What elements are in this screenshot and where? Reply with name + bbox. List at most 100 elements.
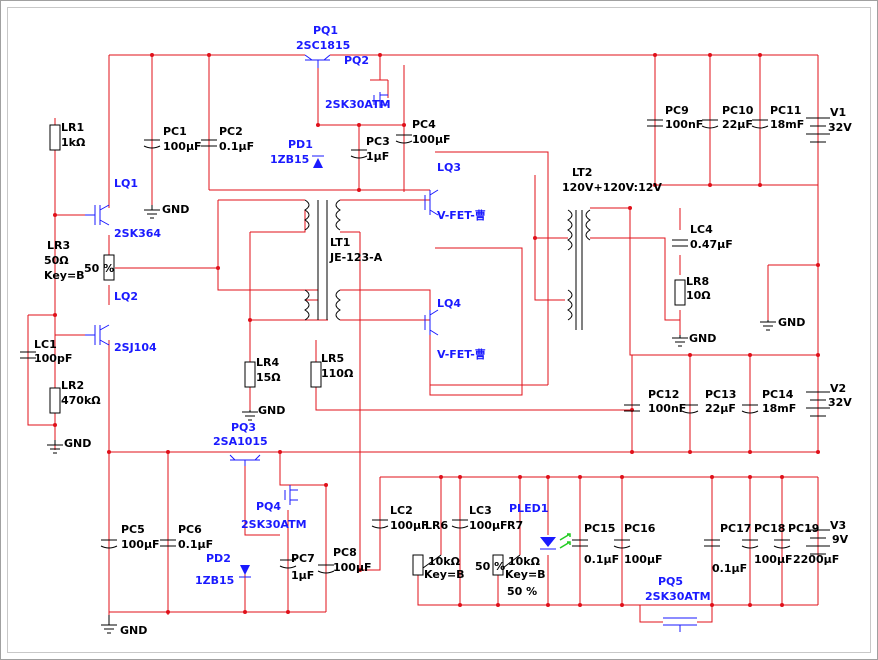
label-pc9: PC9 xyxy=(665,104,689,117)
label-pc8: PC8 xyxy=(333,546,357,559)
label-pc5: PC5 xyxy=(121,523,145,536)
label-v3v: 9V xyxy=(832,533,849,546)
label-r7k: Key=B xyxy=(505,568,546,581)
label-lc2v: 100µF xyxy=(390,519,429,532)
label-lt1: LT1 xyxy=(330,236,350,249)
label-pc8v: 100µF xyxy=(333,561,372,574)
label-lr3v: 50Ω xyxy=(44,254,69,267)
label-lr6k: Key=B xyxy=(424,568,465,581)
label-pc12v: 100nF xyxy=(648,402,686,415)
label-v2: V2 xyxy=(830,382,846,395)
label-pc1v: 100µF xyxy=(163,140,202,153)
label-gnd3: GND xyxy=(258,404,285,417)
label-lt2: LT2 xyxy=(572,166,592,179)
label-lc1: LC1 xyxy=(34,338,57,351)
label-lt2v: 120V+120V:12V xyxy=(562,181,662,194)
label-lr8v: 10Ω xyxy=(686,289,711,302)
label-pc15v: 0.1µF xyxy=(584,553,619,566)
capacitor-symbols xyxy=(20,119,791,574)
label-lq1: LQ1 xyxy=(114,177,138,190)
label-pc7: PC7 xyxy=(291,552,315,565)
battery-symbols xyxy=(806,117,830,555)
label-lc2: LC2 xyxy=(390,504,413,517)
label-lr5v: 110Ω xyxy=(321,367,354,380)
label-pc3: PC3 xyxy=(366,135,390,148)
label-pc13: PC13 xyxy=(705,388,736,401)
label-lc3v: 100µF xyxy=(469,519,508,532)
label-lt1v: JE-123-A xyxy=(329,251,383,264)
label-r7v: 10kΩ xyxy=(508,555,541,568)
label-pq4v: 2SK30ATM xyxy=(241,518,307,531)
label-pc16: PC16 xyxy=(624,522,656,535)
label-lr1: LR1 xyxy=(61,121,84,134)
label-pc19v: 2200µF xyxy=(793,553,839,566)
label-pc4v: 100µF xyxy=(412,133,451,146)
label-pq5v: 2SK30ATM xyxy=(645,590,711,603)
label-lr2: LR2 xyxy=(61,379,84,392)
label-r7p: 50 % xyxy=(507,585,537,598)
label-v1: V1 xyxy=(830,106,846,119)
wires xyxy=(27,54,819,623)
label-pd2: PD2 xyxy=(206,552,231,565)
label-pq2: PQ2 xyxy=(344,54,369,67)
label-lc3: LC3 xyxy=(469,504,492,517)
label-pc9v: 100nF xyxy=(665,118,703,131)
label-lr4v: 15Ω xyxy=(256,371,281,384)
label-lq2v: 2SJ104 xyxy=(114,341,157,354)
label-pc2: PC2 xyxy=(219,125,243,138)
label-v1v: 32V xyxy=(828,121,852,134)
label-lq3: LQ3 xyxy=(437,161,461,174)
label-pc17v: 0.1µF xyxy=(712,562,747,575)
label-pq5: PQ5 xyxy=(658,575,683,588)
label-pc15: PC15 xyxy=(584,522,615,535)
label-pq1: PQ1 xyxy=(313,24,338,37)
label-pc5v: 100µF xyxy=(121,538,160,551)
label-gnd1: GND xyxy=(162,203,189,216)
label-lq3v: V-FET-曹 xyxy=(437,208,486,222)
label-lc4: LC4 xyxy=(690,223,713,236)
label-pc14v: 18mF xyxy=(762,402,796,415)
label-lq4v: V-FET-曹 xyxy=(437,347,486,361)
label-pc4: PC4 xyxy=(412,118,436,131)
label-pc11: PC11 xyxy=(770,104,801,117)
label-lr6v: 10kΩ xyxy=(428,555,461,568)
label-gnd4: GND xyxy=(689,332,716,345)
transformer-symbols xyxy=(304,199,591,330)
label-pc12: PC12 xyxy=(648,388,679,401)
label-lr6: LR6 xyxy=(425,519,448,532)
label-gnd6: GND xyxy=(120,624,147,637)
label-pc1: PC1 xyxy=(163,125,187,138)
label-lq2: LQ2 xyxy=(114,290,138,303)
label-lr1v: 1kΩ xyxy=(61,136,86,149)
label-gnd2: GND xyxy=(64,437,91,450)
label-lq4: LQ4 xyxy=(437,297,461,310)
label-pq4: PQ4 xyxy=(256,500,281,513)
label-pc3v: 1µF xyxy=(366,150,389,163)
label-pc11v: 18mF xyxy=(770,118,804,131)
label-v2v: 32V xyxy=(828,396,852,409)
label-pc13v: 22µF xyxy=(705,402,736,415)
label-pc2v: 0.1µF xyxy=(219,140,254,153)
label-pq3v: 2SA1015 xyxy=(213,435,268,448)
label-lc4v: 0.47µF xyxy=(690,238,733,251)
label-pc7v: 1µF xyxy=(291,569,314,582)
transistor-symbols xyxy=(85,54,697,632)
label-pc18: PC18 xyxy=(754,522,785,535)
ground-symbols xyxy=(47,205,776,634)
label-lr5: LR5 xyxy=(321,352,344,365)
label-pc6v: 0.1µF xyxy=(178,538,213,551)
label-pc6: PC6 xyxy=(178,523,202,536)
label-lr3k: Key=B xyxy=(44,269,85,282)
label-lr8: LR8 xyxy=(686,275,709,288)
label-r7: R7 xyxy=(507,519,523,532)
label-lr6p: 50 % xyxy=(475,560,505,573)
label-gnd5: GND xyxy=(778,316,805,329)
label-lr2v: 470kΩ xyxy=(61,394,101,407)
label-pq2v: 2SK30ATM xyxy=(325,98,391,111)
label-pd1: PD1 xyxy=(288,138,313,151)
label-lr3: LR3 xyxy=(47,239,70,252)
label-pc10: PC10 xyxy=(722,104,754,117)
label-pc17: PC17 xyxy=(720,522,751,535)
